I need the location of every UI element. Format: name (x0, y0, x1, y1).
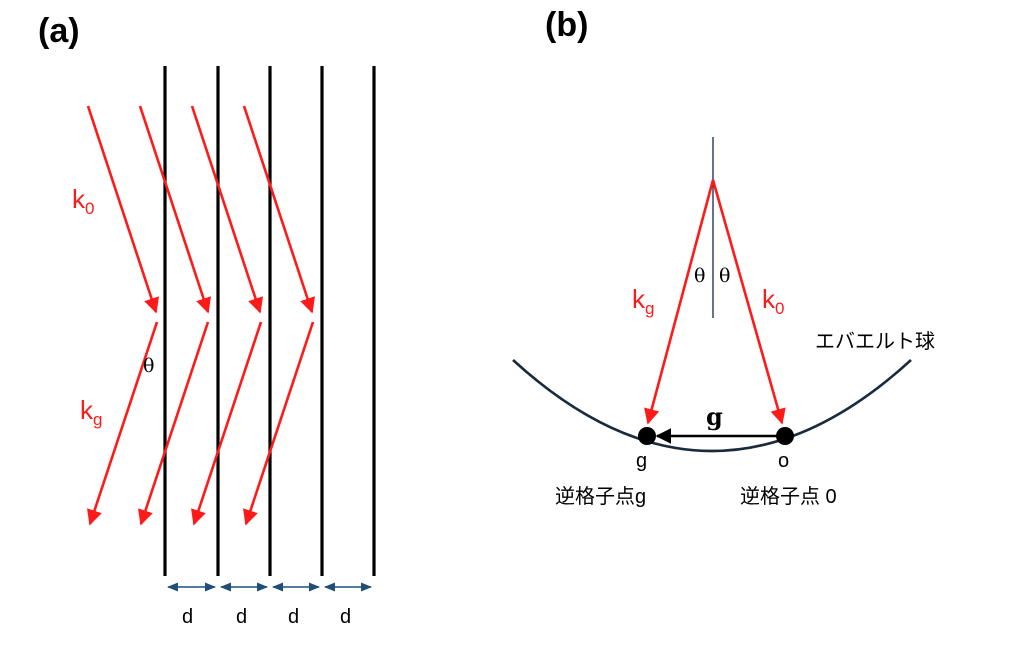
incident-beam-3 (190, 105, 264, 314)
k0-vector (711, 179, 786, 425)
panel-b-label: (b) (545, 6, 588, 44)
point-o-name: 逆格子点 0 (740, 485, 837, 508)
incident-beam-2 (138, 105, 212, 314)
panel-a: (a) k0 kg θ (38, 12, 376, 628)
panel-b: (b) θ θ kg k0 エバエルト球 g g o 逆格子点g 逆格子点 0 (512, 6, 935, 508)
diffracted-beam-4 (243, 321, 315, 526)
g-vector-label: g (706, 402, 723, 431)
point-g-letter: g (636, 450, 647, 472)
diffracted-beam-3 (191, 321, 263, 526)
d-label-3: d (288, 606, 299, 628)
d-label-2: d (236, 606, 247, 628)
incident-beam-4 (242, 105, 316, 314)
d-label-4: d (340, 606, 351, 628)
reciprocal-point-g (638, 427, 656, 445)
panel-a-label: (a) (38, 12, 80, 50)
k0-label-b: k0 (762, 284, 784, 318)
theta-left-label: θ (694, 265, 705, 287)
ewald-sphere-arc (512, 359, 912, 453)
kg-label-b: kg (632, 284, 654, 318)
point-o-letter: o (778, 450, 789, 472)
reciprocal-point-o (776, 427, 794, 445)
k0-label-a: k0 (72, 184, 94, 218)
diffracted-beam-2 (138, 321, 210, 526)
diffracted-beams (87, 321, 315, 526)
diffracted-beam-1 (87, 321, 159, 526)
d-label-1: d (182, 606, 193, 628)
incident-beam-1 (86, 105, 160, 314)
point-g-name: 逆格子点g (555, 485, 646, 508)
theta-label-a: θ (143, 355, 154, 377)
incident-beams (86, 105, 316, 314)
ewald-sphere-label: エバエルト球 (815, 330, 935, 353)
kg-label-a: kg (80, 395, 102, 429)
theta-right-label: θ (719, 265, 730, 287)
kg-vector (644, 179, 715, 425)
lattice-planes (163, 66, 376, 576)
